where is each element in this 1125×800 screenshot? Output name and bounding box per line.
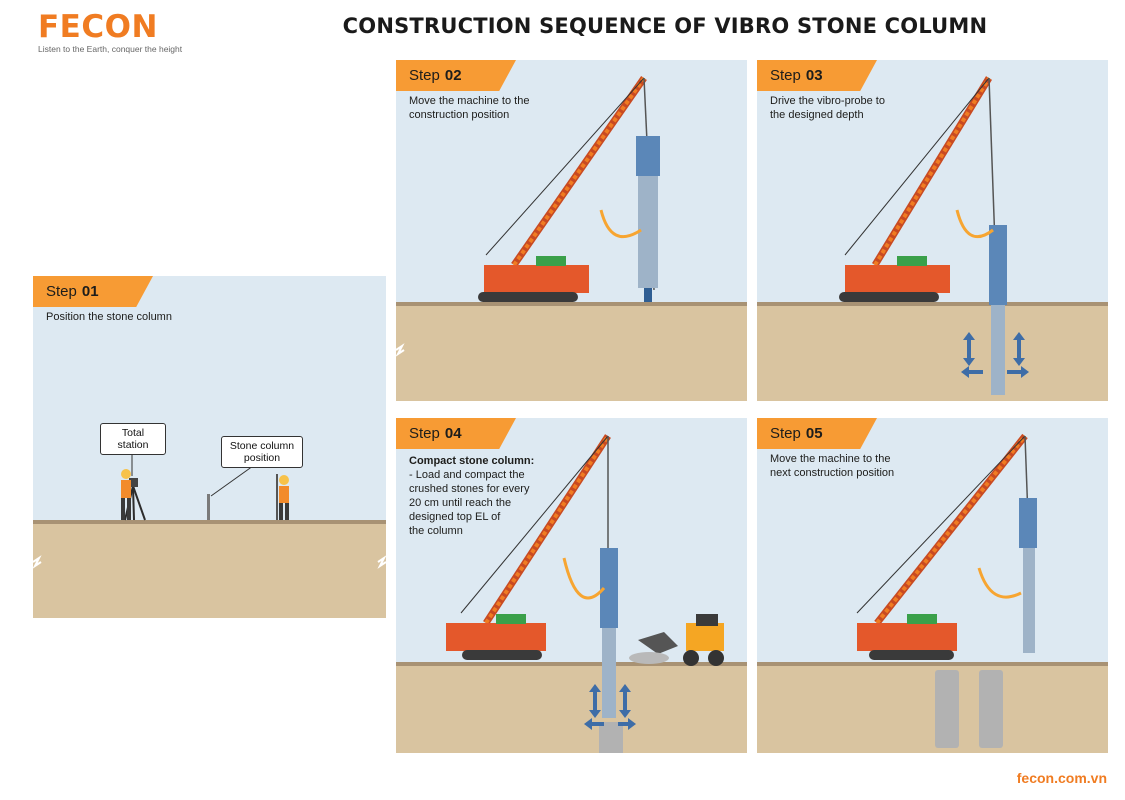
step-label: Step bbox=[409, 425, 440, 442]
step-description-text: Move the machine to the next constructio… bbox=[770, 453, 895, 479]
crane-rig bbox=[839, 76, 1007, 395]
step-label: Step bbox=[46, 283, 77, 300]
step-description-02: Move the machine to the construction pos… bbox=[409, 94, 529, 122]
step-number: 05 bbox=[805, 425, 823, 442]
step-label: Step bbox=[770, 425, 801, 442]
step-description-03: Drive the vibro-probe to the designed de… bbox=[770, 94, 885, 122]
callout-text: Stone column position bbox=[229, 440, 295, 464]
website-link[interactable]: fecon.com.vn bbox=[1016, 770, 1107, 786]
step-number: 02 bbox=[444, 67, 462, 84]
step-description-text: Move the machine to the construction pos… bbox=[409, 95, 530, 121]
step-description-text: Drive the vibro-probe to the designed de… bbox=[770, 95, 885, 121]
step-description-title: Compact stone column: bbox=[409, 455, 535, 467]
step-03-scene bbox=[757, 60, 1108, 401]
step-number: 04 bbox=[444, 425, 462, 442]
step-04-scene bbox=[396, 418, 747, 753]
callout-text: Total station bbox=[117, 427, 149, 451]
step-05-scene bbox=[757, 418, 1108, 753]
loader bbox=[638, 614, 724, 666]
stone-column-2 bbox=[979, 670, 1003, 748]
step-description-04: Compact stone column: - Load and compact… bbox=[409, 454, 534, 538]
crane-rig bbox=[478, 76, 660, 302]
callout-total-station: Total station bbox=[100, 423, 166, 455]
step-label: Step bbox=[770, 67, 801, 84]
step-01-scene bbox=[33, 276, 386, 618]
callout-stone-column-position: Stone column position bbox=[221, 436, 303, 468]
step-description-01: Position the stone column bbox=[46, 310, 172, 324]
stone-pile bbox=[629, 652, 669, 664]
step-label: Step bbox=[409, 67, 440, 84]
step-number: 03 bbox=[805, 67, 823, 84]
step-description-text: Position the stone column bbox=[46, 311, 172, 323]
stone-column-1 bbox=[935, 670, 959, 748]
stone-column-stake bbox=[207, 494, 210, 520]
crane-rig bbox=[856, 433, 1037, 660]
brand-tagline: Listen to the Earth, conquer the height bbox=[38, 44, 183, 54]
stone-column bbox=[599, 722, 623, 753]
vibration-arrows bbox=[584, 684, 636, 730]
page-title: CONSTRUCTION SEQUENCE OF VIBRO STONE COL… bbox=[342, 14, 988, 38]
step-02-scene bbox=[396, 60, 747, 401]
step-description-05: Move the machine to the next constructio… bbox=[770, 452, 894, 480]
vibration-arrows bbox=[961, 332, 1029, 378]
step-description-text: - Load and compact the crushed stones fo… bbox=[409, 469, 530, 537]
crane-rig bbox=[446, 434, 618, 718]
brand-name: FECON bbox=[38, 9, 158, 45]
step-number: 01 bbox=[81, 283, 99, 300]
brand-logo: FECON Listen to the Earth, conquer the h… bbox=[38, 10, 208, 54]
